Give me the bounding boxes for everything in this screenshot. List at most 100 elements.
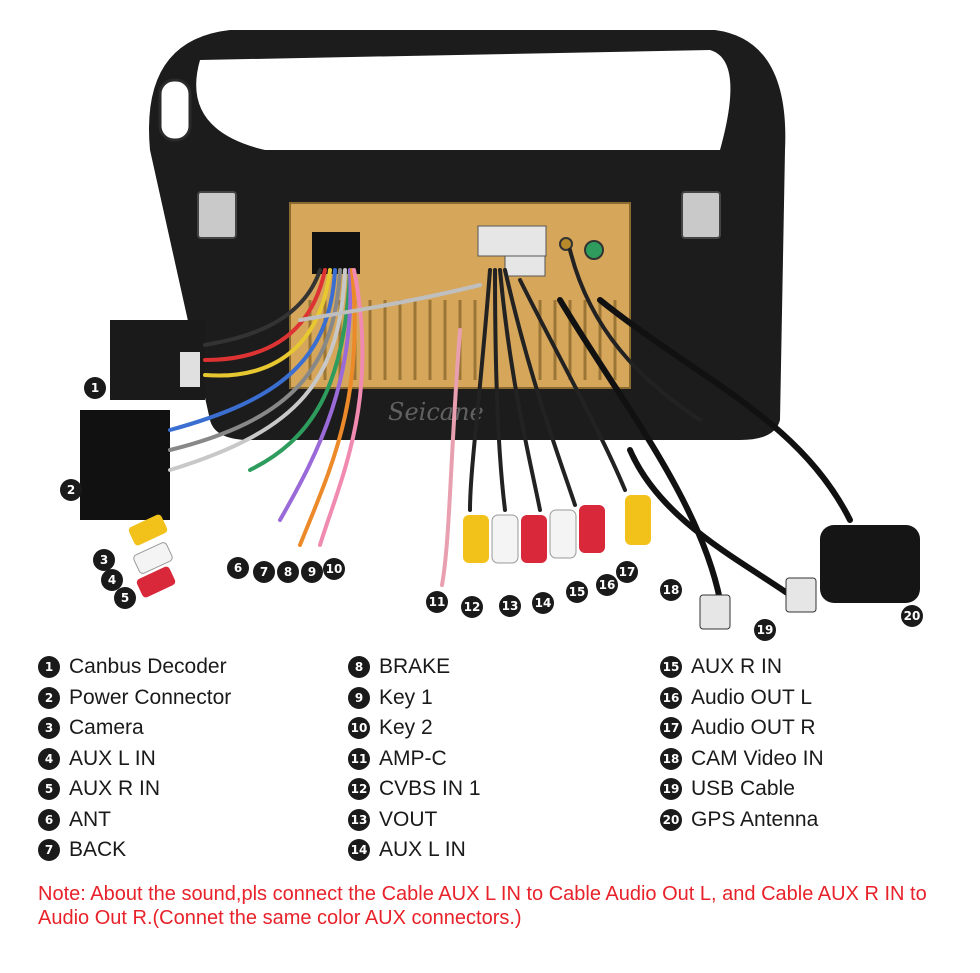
svg-text:17: 17 <box>619 565 636 579</box>
svg-text:3: 3 <box>100 553 108 567</box>
legend-label: Power Connector <box>69 685 232 709</box>
legend-label: Key 1 <box>379 685 433 709</box>
legend-label: Key 2 <box>379 716 433 740</box>
legend-label: AUX R IN <box>691 655 783 679</box>
callout-2: 2 <box>60 479 82 501</box>
callout-8: 8 <box>277 561 299 583</box>
rca-connectors <box>128 495 920 630</box>
legend-label: AUX L IN <box>69 746 156 770</box>
legend-label: AUX R IN <box>69 777 161 801</box>
legend-item: 19 USB Cable <box>660 774 824 805</box>
number-badge: 5 <box>38 778 60 801</box>
number-badge: 1 <box>38 656 60 679</box>
callout-12: 12 <box>461 596 483 618</box>
callout-7: 7 <box>253 561 275 583</box>
legend-label: BRAKE <box>379 655 451 679</box>
legend-item: 1 Canbus Decoder <box>38 652 231 683</box>
number-badge: 19 <box>660 778 682 801</box>
svg-text:11: 11 <box>429 595 446 609</box>
legend-label: ANT <box>69 807 111 831</box>
number-badge: 15 <box>660 656 682 679</box>
legend-label: AUX L IN <box>379 838 466 862</box>
legend-item: 16 Audio OUT L <box>660 683 824 714</box>
legend: 1 Canbus Decoder 2 Power Connector 3 Camera… <box>0 652 980 882</box>
watermark: Seicane <box>388 398 484 426</box>
legend-item: 2 Power Connector <box>38 683 231 714</box>
svg-text:18: 18 <box>663 583 680 597</box>
callout-18: 18 <box>660 579 682 601</box>
callout-16: 16 <box>596 574 618 596</box>
callout-1: 1 <box>84 377 106 399</box>
callout-4: 4 <box>101 569 123 591</box>
svg-text:14: 14 <box>535 596 552 610</box>
number-badge: 16 <box>660 686 682 709</box>
legend-item: 5 AUX R IN <box>38 774 231 805</box>
legend-label: AMP-C <box>379 746 447 770</box>
callout-14: 14 <box>532 592 554 614</box>
number-badge: 6 <box>38 808 60 831</box>
callout-13: 13 <box>499 595 521 617</box>
callout-5: 5 <box>114 587 136 609</box>
number-badge: 14 <box>348 839 370 862</box>
canbus-decoder <box>80 320 205 520</box>
legend-item: 8 BRAKE <box>348 652 481 683</box>
number-badge: 11 <box>348 747 370 770</box>
legend-column-1: 1 Canbus Decoder 2 Power Connector 3 Camera… <box>38 652 231 866</box>
callout-19: 19 <box>754 619 776 641</box>
svg-text:9: 9 <box>308 565 316 579</box>
legend-item: 18 CAM Video IN <box>660 744 824 775</box>
legend-item: 11 AMP-C <box>348 744 481 775</box>
legend-item: 15 AUX R IN <box>660 652 824 683</box>
legend-label: Audio OUT L <box>691 685 813 709</box>
callout-11: 11 <box>426 591 448 613</box>
legend-item: 9 Key 1 <box>348 683 481 714</box>
legend-label: Camera <box>69 716 144 740</box>
callout-10: 10 <box>323 558 345 580</box>
callout-6: 6 <box>227 557 249 579</box>
number-badge: 7 <box>38 839 60 862</box>
number-badge: 8 <box>348 656 370 679</box>
number-badge: 9 <box>348 686 370 709</box>
number-badge: 20 <box>660 808 682 831</box>
svg-text:4: 4 <box>108 573 116 587</box>
svg-text:13: 13 <box>502 599 519 613</box>
legend-item: 6 ANT <box>38 805 231 836</box>
wiring-diagram: Seicane <box>60 30 923 641</box>
number-badge: 4 <box>38 747 60 770</box>
svg-text:1: 1 <box>91 381 99 395</box>
legend-label: GPS Antenna <box>691 807 819 831</box>
number-badge: 13 <box>348 808 370 831</box>
svg-text:12: 12 <box>464 600 481 614</box>
legend-item: 14 AUX L IN <box>348 835 481 866</box>
svg-text:2: 2 <box>67 483 75 497</box>
number-badge: 3 <box>38 717 60 740</box>
legend-label: USB Cable <box>691 777 795 801</box>
svg-text:10: 10 <box>326 562 343 576</box>
callout-15: 15 <box>566 581 588 603</box>
callout-badges: 1 2 3 4 5 6 7 8 9 10 11 12 13 14 15 16 1… <box>60 377 923 641</box>
number-badge: 2 <box>38 686 60 709</box>
svg-text:8: 8 <box>284 565 292 579</box>
svg-text:5: 5 <box>121 591 129 605</box>
svg-text:6: 6 <box>234 561 242 575</box>
callout-3: 3 <box>93 549 115 571</box>
legend-label: CVBS IN 1 <box>379 777 481 801</box>
legend-item: 4 AUX L IN <box>38 744 231 775</box>
legend-item: 12 CVBS IN 1 <box>348 774 481 805</box>
callout-20: 20 <box>901 605 923 627</box>
legend-label: Audio OUT R <box>691 716 816 740</box>
legend-item: 20 GPS Antenna <box>660 805 824 836</box>
legend-item: 3 Camera <box>38 713 231 744</box>
legend-label: Canbus Decoder <box>69 655 227 679</box>
number-badge: 12 <box>348 778 370 801</box>
legend-label: CAM Video IN <box>691 746 824 770</box>
svg-text:15: 15 <box>569 585 586 599</box>
number-badge: 18 <box>660 747 682 770</box>
svg-text:20: 20 <box>904 609 921 623</box>
svg-text:16: 16 <box>599 578 616 592</box>
